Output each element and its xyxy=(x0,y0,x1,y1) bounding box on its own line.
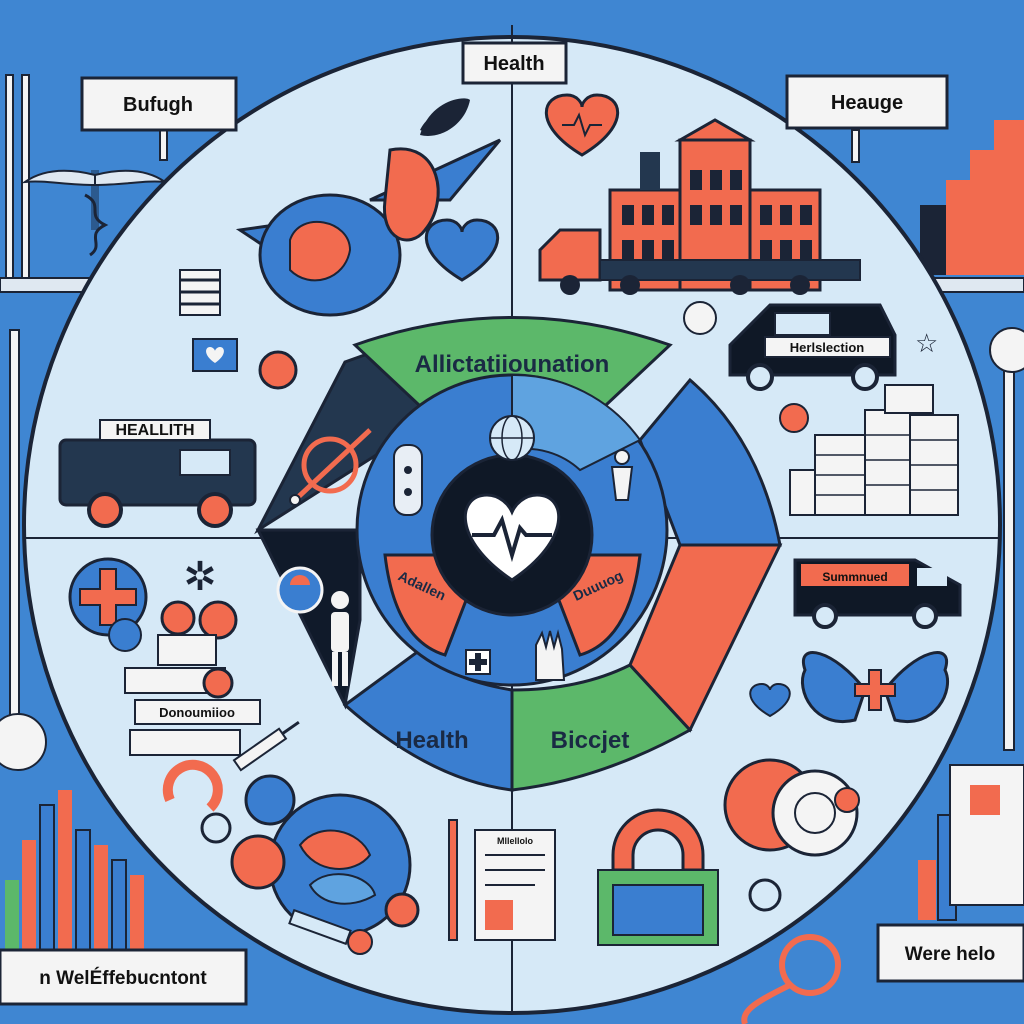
bottom-right-van: Summnued xyxy=(793,558,962,629)
budget-segment-label: Biccjet xyxy=(551,727,630,754)
kettlebell-icon xyxy=(276,566,324,614)
top-band-label: Allictatiiounation xyxy=(415,351,610,378)
hospital-windows xyxy=(622,170,812,260)
sign-top-left-label: Bufugh xyxy=(123,94,193,116)
sign-top-center: Health xyxy=(461,25,568,85)
left-van-label: HEALLITH xyxy=(115,422,194,439)
leaf-icon xyxy=(420,98,470,136)
stethoscope-tube-icon xyxy=(741,934,841,1024)
button-icon xyxy=(384,892,420,928)
truck-icon xyxy=(538,228,861,295)
flag-icon xyxy=(179,269,221,316)
sign-top-right: Heauge xyxy=(785,74,949,163)
pencil-icon xyxy=(448,819,458,941)
bottom-right-van-label: Summnued xyxy=(822,570,887,584)
fruit-icon xyxy=(230,834,286,890)
heart-outline-icon xyxy=(749,682,791,718)
coin-stack-icon xyxy=(789,384,959,516)
medical-bottle-icon xyxy=(393,444,423,516)
sign-bottom-right-label: Were helo xyxy=(905,944,995,965)
heart-outline-icon xyxy=(424,218,500,282)
key-icon xyxy=(288,908,373,955)
berries-icon xyxy=(244,774,296,826)
location-pin-icon xyxy=(683,301,717,335)
gear-icon xyxy=(258,350,298,390)
gear-icon xyxy=(748,878,782,912)
health-van-left: HEALLITH xyxy=(58,419,257,528)
donation-banner-label: Donoumiioo xyxy=(159,705,235,720)
heart-rate-icon xyxy=(544,93,620,157)
sign-bottom-left: n WelÉffebucntont xyxy=(0,948,248,1006)
sign-top-left: Bufugh xyxy=(80,76,238,161)
stethoscope-icon xyxy=(289,428,372,506)
document-icon: Mllellolo xyxy=(474,829,556,941)
globe-emblem-icon xyxy=(489,415,535,461)
wallet-icon xyxy=(723,758,860,857)
syringe-icon xyxy=(232,720,300,772)
sign-bottom-left-label: n WelÉffebucntont xyxy=(39,967,207,989)
health-van-right: Herlslection xyxy=(728,303,897,391)
human-figure-icon xyxy=(331,591,349,686)
ring-segment-blue-right xyxy=(638,377,782,547)
sign-top-center-label: Health xyxy=(483,53,544,75)
right-van-label: Herlslection xyxy=(790,340,864,355)
caduceus-icon xyxy=(21,169,169,257)
ring-icon xyxy=(162,759,223,812)
donation-banner: Donoumiioo xyxy=(134,699,261,725)
heart-card-icon xyxy=(192,338,238,372)
bar-chart-icon xyxy=(920,120,1024,275)
virus-icon: ✲ xyxy=(183,554,217,600)
coin-icon xyxy=(108,618,142,652)
winged-cross-icon xyxy=(800,651,950,724)
heart-rate-icon xyxy=(463,493,561,582)
anatomical-heart-icon xyxy=(235,113,502,317)
cross-icon xyxy=(465,649,491,675)
bar-chart-icon xyxy=(5,790,144,961)
hand-icon xyxy=(535,629,566,681)
health-segment-label: Health xyxy=(395,727,468,754)
document-card-icon xyxy=(949,764,1024,906)
sign-bottom-right: Were helo xyxy=(876,923,1024,983)
sign-top-right-label: Heauge xyxy=(831,92,903,114)
star-icon: ☆ xyxy=(915,329,938,359)
human-figure-icon xyxy=(610,449,634,501)
food-globe-icon xyxy=(268,793,412,937)
coin-stack-icon xyxy=(124,600,241,756)
magnet-icon xyxy=(597,808,719,946)
button-icon xyxy=(200,812,232,844)
shield-icon xyxy=(779,403,809,433)
document-header: Mllellolo xyxy=(497,836,534,846)
